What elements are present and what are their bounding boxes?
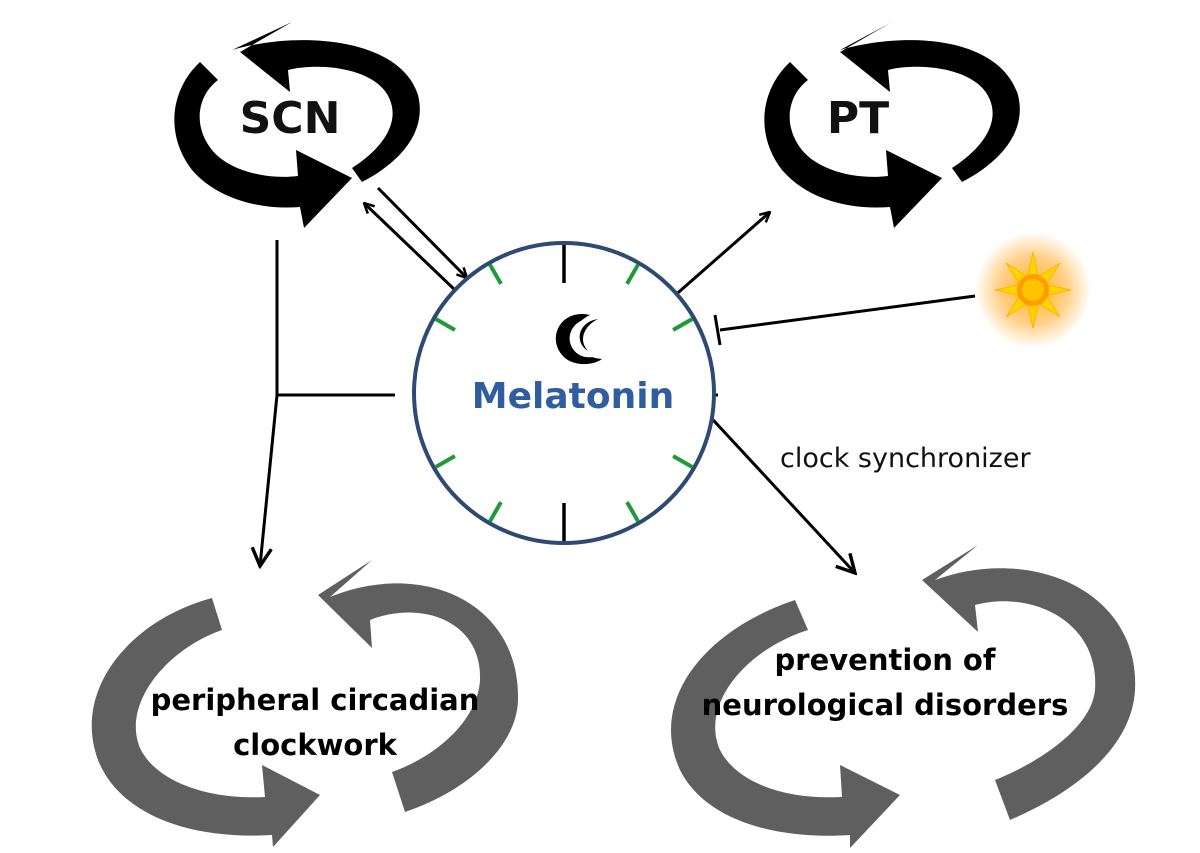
scn-label: SCN	[240, 93, 341, 144]
prevention-arrow-bottom	[671, 600, 900, 848]
clock-minor-tick	[434, 454, 456, 469]
peripheral-arrow-top	[318, 560, 519, 812]
prevention-cycle: prevention of neurological disorders	[671, 545, 1136, 848]
arrow-melatonin-to-scn	[364, 203, 457, 292]
clock-minor-tick	[672, 317, 694, 332]
scn-cycle-arrow-bottom	[174, 62, 352, 228]
scn-cycle-arrow-top	[232, 22, 420, 182]
clock-minor-tick	[625, 263, 640, 285]
clock-minor-tick	[488, 501, 503, 523]
inhibition-bar	[713, 314, 722, 346]
inhibition-sun-to-melatonin	[719, 294, 976, 332]
peripheral-label-line1: peripheral circadian	[151, 683, 480, 717]
prevention-arrow-top	[922, 545, 1136, 820]
peripheral-label-line2: clockwork	[233, 728, 398, 762]
crescent-moon-icon	[555, 314, 604, 365]
pt-cycle: PT	[764, 22, 1020, 228]
peripheral-cycle: peripheral circadian clockwork	[91, 560, 519, 847]
clock-synchronizer-label: clock synchronizer	[780, 443, 1031, 474]
peripheral-arrow-bottom	[91, 598, 320, 847]
sun-icon	[975, 232, 1091, 348]
clock-minor-tick	[434, 317, 456, 332]
clock-minor-tick	[488, 263, 503, 285]
pt-label: PT	[827, 93, 889, 144]
melatonin-label: Melatonin	[472, 376, 674, 417]
scn-cycle: SCN	[174, 22, 420, 228]
clock-ticks	[434, 245, 694, 541]
prevention-label-line2: neurological disorders	[702, 688, 1069, 722]
arrow-scn-to-melatonin	[376, 186, 467, 278]
arrow-melatonin-to-pt	[671, 212, 770, 300]
arrow-to-peripheral	[260, 394, 279, 566]
arrow-melatonin-to-prevention	[688, 393, 855, 573]
pt-cycle-arrow-bottom	[764, 62, 942, 228]
clock-minor-tick	[672, 454, 694, 469]
clock-minor-tick	[625, 501, 640, 523]
melatonin-clock: Melatonin	[412, 241, 716, 545]
clock-ring	[412, 241, 716, 545]
prevention-label-line1: prevention of	[775, 643, 996, 677]
pt-cycle-arrow-top	[840, 22, 1020, 182]
